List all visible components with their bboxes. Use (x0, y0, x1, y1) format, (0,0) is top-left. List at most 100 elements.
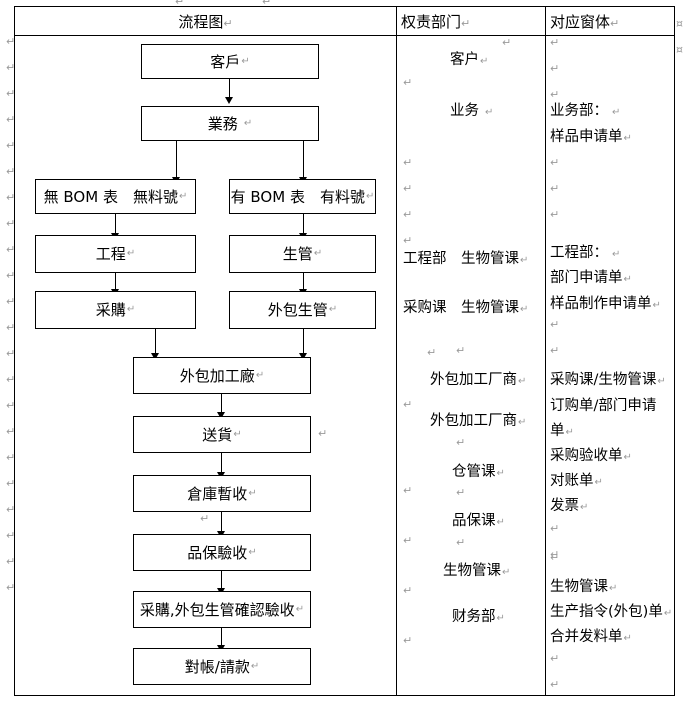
paragraph-mark: ↵ (6, 113, 16, 126)
flow-node-delivery[interactable]: 送貨↵ (133, 416, 311, 453)
paragraph-mark-mid: ↵ (200, 512, 210, 525)
paragraph-mark: ↵ (6, 451, 16, 464)
paragraph-mark: ↵ (403, 634, 413, 647)
edge-n11-n12-line (221, 512, 222, 533)
edge-n8-n9-arrow (299, 353, 307, 360)
paragraph-mark: ↵ (550, 344, 560, 357)
form-line-1: 样品申请单↵ (550, 129, 632, 145)
paragraph-mark: ↵ (6, 555, 16, 568)
flowchart-table: 流程图↵ 权责部门↵ 对应窗体↵ 客戶↵ 業務↵ 無 BOM 表 無料號↵ 有 … (14, 6, 675, 696)
form-line-6: 订购单/部门申请 (550, 398, 657, 414)
flow-node-sales[interactable]: 業務↵ (141, 106, 319, 141)
dept-line-outsourced-factory-2: 外包加工厂商↵ (430, 413, 527, 429)
flow-node-no-bom[interactable]: 無 BOM 表 無料號↵ (35, 179, 196, 214)
column-divider-2 (545, 7, 546, 695)
paragraph-mark-top: ↵ (175, 0, 185, 8)
form-line-2: 工程部：↵ (550, 245, 621, 261)
dept-line-finance: 财务部↵ (452, 609, 505, 625)
flow-node-warehouse-receipt[interactable]: 倉庫暫收↵ (133, 475, 311, 512)
edge-n5-n7-line (115, 273, 116, 291)
form-line-0: 业务部：↵ (550, 103, 621, 119)
paragraph-mark: ↵ (6, 477, 16, 490)
dept-line-purchasing: 采购课 生物管课↵ (403, 300, 529, 316)
flow-node-customer[interactable]: 客戶↵ (141, 44, 319, 79)
cell-end-marker: ¤ (676, 17, 683, 30)
paragraph-mark: ↵ (550, 652, 560, 665)
form-line-5: 采购课/生物管课↵ (550, 372, 666, 388)
paragraph-mark: ↵ (6, 35, 16, 48)
paragraph-mark: ↵ (6, 295, 16, 308)
paragraph-mark: ↵ (403, 76, 413, 89)
flow-node-outsourced-factory[interactable]: 外包加工廠↵ (133, 357, 311, 394)
header-row-divider (15, 35, 674, 36)
cell-end-marker: ¤ (676, 43, 683, 56)
paragraph-mark: ↵ (6, 503, 16, 516)
paragraph-mark: ↵ (403, 182, 413, 195)
paragraph-mark: ↵ (550, 678, 560, 691)
edge-n12-n13-line (221, 571, 222, 590)
paragraph-mark: ↵ (427, 346, 437, 359)
edge-n9-n10-line (221, 394, 222, 414)
dept-line-warehouse: 仓管课↵ (452, 464, 505, 480)
dept-line-sales: 业务↵ (450, 103, 494, 119)
edge-n10-n11-line (221, 453, 222, 474)
paragraph-mark: ↵ (403, 398, 413, 411)
paragraph-mark: ↵ (6, 425, 16, 438)
edge-n1-n2-line (229, 79, 230, 99)
paragraph-mark: ↵ (550, 88, 560, 101)
edge-n9-n10-arrow (217, 412, 225, 419)
flow-node-engineering[interactable]: 工程↵ (35, 235, 196, 273)
dept-line-outsourced-factory-1: 外包加工厂商↵ (430, 372, 527, 388)
form-line-13: 合并发料单↵ (550, 629, 632, 645)
paragraph-mark: ↵ (6, 243, 16, 256)
edge-n4-n6-line (303, 214, 304, 235)
paragraph-mark: ↵ (6, 399, 16, 412)
paragraph-mark: ↵ (456, 536, 466, 549)
flow-node-production-control[interactable]: 生管↵ (229, 235, 376, 273)
paragraph-mark: ↵ (550, 36, 560, 49)
paragraph-mark: ↵ (6, 347, 16, 360)
dept-line-biomanage-1: 生物管课↵ (443, 563, 511, 579)
paragraph-mark: ↵ (456, 344, 466, 357)
paragraph-mark: ↵ (550, 182, 560, 195)
paragraph-mark: ↵ (456, 436, 466, 449)
form-line-8: 采购验收单↵ (550, 448, 632, 464)
paragraph-mark: ↵ (550, 522, 560, 535)
paragraph-mark: ↵ (550, 208, 560, 221)
paragraph-mark: ↵ (6, 61, 16, 74)
paragraph-mark: ↵ (456, 486, 466, 499)
paragraph-mark: ↵ (6, 529, 16, 542)
flow-node-qc-inspection[interactable]: 品保驗收↵ (133, 534, 311, 571)
dept-line-qc: 品保课↵ (452, 513, 505, 529)
flow-node-purchasing[interactable]: 采購↵ (35, 291, 196, 329)
flow-node-outsourcing-control[interactable]: 外包生管↵ (229, 291, 376, 329)
flow-node-has-bom[interactable]: 有 BOM 表 有料號↵ (229, 179, 376, 214)
paragraph-mark: ↵ (550, 318, 560, 331)
paragraph-mark: ↵ (403, 208, 413, 221)
form-line-3: 部门申请单↵ (550, 270, 632, 286)
paragraph-mark: ↵ (403, 484, 413, 497)
paragraph-mark: ↵ (403, 584, 413, 597)
flow-node-reconcile-payment[interactable]: 對帳/請款↵ (133, 648, 311, 685)
edge-n7-n9-arrow (151, 353, 159, 360)
column-header-form: 对应窗体↵ (550, 13, 620, 31)
paragraph-mark: ↵ (403, 534, 413, 547)
form-line-9: 对账单↵ (550, 473, 603, 489)
paragraph-mark: ↵ (6, 165, 16, 178)
dept-line-engineering: 工程部 生物管课↵ (403, 251, 529, 267)
edge-n7-n9-line (155, 329, 156, 355)
paragraph-mark: ↵ (502, 36, 512, 49)
paragraph-mark: ↵ (6, 139, 16, 152)
form-line-11: 生物管课↵ (550, 579, 618, 595)
column-header-dept: 权责部门↵ (401, 13, 471, 31)
flow-node-purchasing-outsourcing-confirm[interactable]: 采購,外包生管確認驗收↵ (133, 591, 311, 628)
paragraph-mark: ↵ (6, 217, 16, 230)
paragraph-mark: ↵ (550, 156, 560, 169)
paragraph-mark: ↵ (550, 551, 560, 564)
edge-n2-n4-line (303, 141, 304, 179)
paragraph-mark: ↵ (6, 191, 16, 204)
form-line-7: 单↵ (550, 423, 574, 439)
edge-n13-n14-line (221, 628, 222, 647)
paragraph-mark: ↵ (403, 156, 413, 169)
edge-n3-n5-line (115, 214, 116, 235)
